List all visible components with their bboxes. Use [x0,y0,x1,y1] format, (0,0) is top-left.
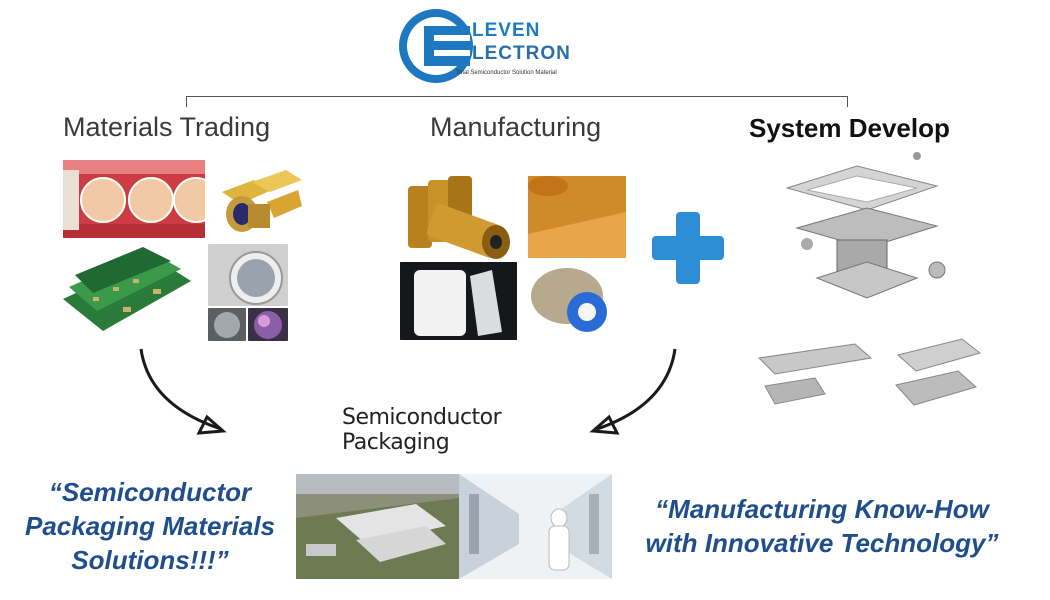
curved-arrow-right-icon [589,348,677,435]
photo-amber-film [518,172,628,260]
logo-tagline: Total Semiconductor Solution Material [456,70,557,76]
heading-materials-trading: Materials Trading [63,112,271,142]
quote-left-line-3: Solutions!!!” [71,545,229,575]
logo-emblem-icon [399,9,473,83]
photo-jig-plates-left [755,338,875,408]
photo-factory-aerial [296,474,459,579]
quote-right: “Manufacturing Know-How with Innovative … [612,492,1032,560]
plus-icon [652,212,724,284]
photo-film-rolls [400,172,517,260]
quote-right-line-2: with Innovative Technology” [645,528,999,558]
photo-gold-bars [212,162,304,237]
photo-blue-tape [521,262,625,340]
label-line-1: Semiconductor [342,405,502,430]
photo-circuit-boards [63,247,193,337]
quote-right-line-1: “Manufacturing Know-How [655,494,989,524]
semiconductor-packaging-label: Semiconductor Packaging [342,405,502,455]
logo-word-lectron: LECTRON [472,43,571,64]
heading-system-develop: System Develop [749,113,950,143]
photo-white-film [400,262,517,340]
photo-wafer-purple [248,308,288,341]
photo-wafer-ring [208,244,288,306]
photo-jig-plates-right [892,335,982,410]
label-line-2: Packaging [342,430,450,455]
eleven-electron-logo: LEVEN LECTRON Total Semiconductor Soluti… [398,8,573,86]
group-bracket [186,96,848,107]
photo-cleanroom [459,474,612,579]
quote-left-line-1: “Semiconductor [48,477,252,507]
logo-word-leven: LEVEN [472,20,541,41]
photo-wafer-tape [63,160,205,238]
photo-wafer-gray [208,308,246,341]
quote-left-line-2: Packaging Materials [25,511,275,541]
quote-left: “Semiconductor Packaging Materials Solut… [0,475,300,577]
photo-exploded-jig [767,148,967,323]
curved-arrow-left-icon [139,348,227,435]
heading-manufacturing: Manufacturing [430,112,602,142]
